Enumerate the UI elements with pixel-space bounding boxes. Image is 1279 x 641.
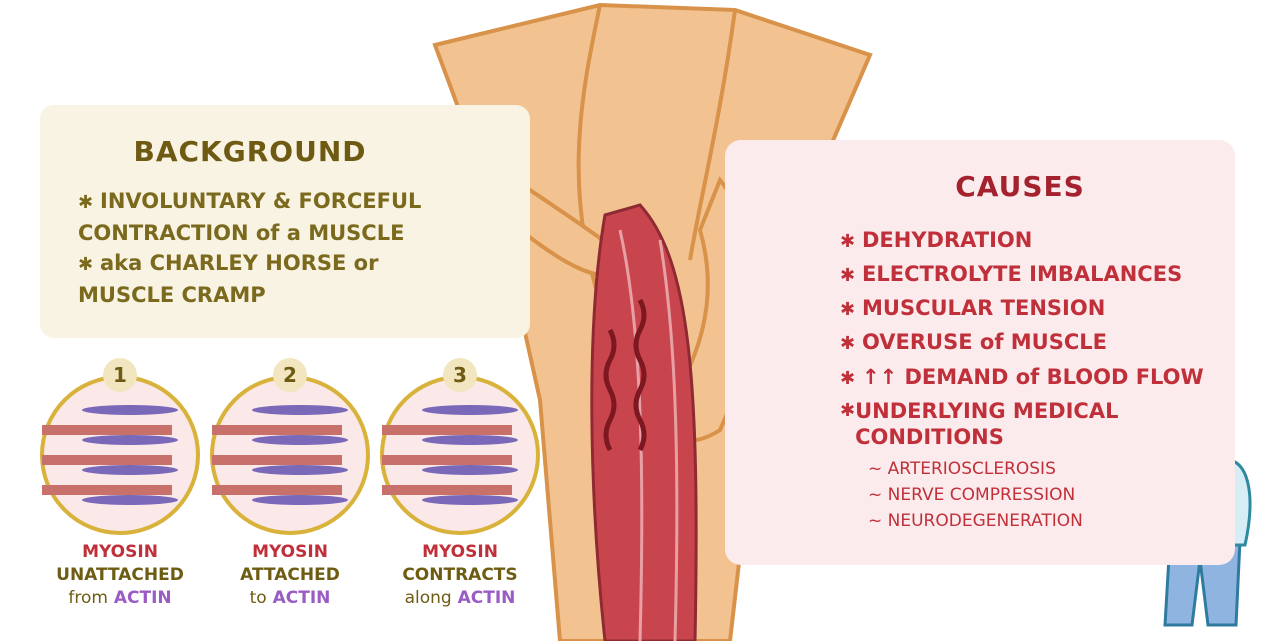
actin-filament xyxy=(252,465,348,475)
asterisk-icon: ✱ xyxy=(840,299,856,320)
cause-item: ✱↑↑ DEMAND of BLOOD FLOW xyxy=(840,364,1204,392)
step-number-badge xyxy=(103,358,137,392)
actin-filament xyxy=(82,465,178,475)
cause-item: ✱MUSCULAR TENSION xyxy=(840,295,1105,323)
cause-item: ✱UNDERLYING MEDICAL CONDITIONS xyxy=(840,399,1119,449)
cause-subitem: ~ ARTERIOSCLEROSIS xyxy=(868,459,1056,479)
actin-filament xyxy=(252,435,348,445)
background-title: BACKGROUND xyxy=(133,135,367,168)
myosin-filament xyxy=(42,455,172,465)
actin-filament xyxy=(422,435,518,445)
myosin-filament xyxy=(212,485,342,495)
actin-filament xyxy=(82,435,178,445)
sarcomere-circle-2: 2 xyxy=(210,358,370,535)
asterisk-icon: ✱ xyxy=(78,192,94,213)
asterisk-icon: ✱ xyxy=(840,231,856,252)
step-number-badge xyxy=(443,358,477,392)
asterisk-icon: ✱ xyxy=(840,333,856,354)
myosin-filament xyxy=(382,485,512,495)
cause-item: ✱ELECTROLYTE IMBALANCES xyxy=(840,261,1182,289)
step-number: 2 xyxy=(283,363,297,387)
actin-filament xyxy=(252,405,348,415)
actin-filament xyxy=(252,495,348,505)
step-number: 3 xyxy=(453,363,467,387)
background-panel xyxy=(40,105,530,338)
sarcomere-steps: 1 2 3 xyxy=(40,358,540,535)
step-2-label: MYOSIN ATTACHED to ACTIN xyxy=(240,542,340,608)
step-3-label: MYOSIN CONTRACTS along ACTIN xyxy=(402,542,518,608)
actin-filament xyxy=(82,405,178,415)
sarcomere-circle-1: 1 xyxy=(40,358,200,535)
background-item: ✱aka CHARLEY HORSE or MUSCLE CRAMP xyxy=(78,251,379,307)
cause-item: ✱OVERUSE of MUSCLE xyxy=(840,329,1107,357)
causes-title: CAUSES xyxy=(955,170,1085,203)
myosin-filament xyxy=(382,455,512,465)
causes-panel xyxy=(725,140,1235,565)
background-item: ✱INVOLUNTARY & FORCEFUL CONTRACTION of a… xyxy=(78,189,422,245)
step-number-badge xyxy=(273,358,307,392)
cause-subitem: ~ NERVE COMPRESSION xyxy=(868,485,1076,505)
asterisk-icon: ✱ xyxy=(78,254,94,275)
step-number: 1 xyxy=(113,363,127,387)
actin-filament xyxy=(422,405,518,415)
actin-filament xyxy=(422,465,518,475)
myosin-filament xyxy=(42,485,172,495)
asterisk-icon: ✱ xyxy=(840,368,856,389)
myosin-filament xyxy=(42,425,172,435)
actin-filament xyxy=(82,495,178,505)
myosin-filament xyxy=(212,425,342,435)
cause-item: ✱DEHYDRATION xyxy=(840,227,1032,255)
step-1-label: MYOSIN UNATTACHED from ACTIN xyxy=(56,542,184,608)
myosin-filament xyxy=(212,455,342,465)
asterisk-icon: ✱ xyxy=(840,265,856,286)
asterisk-icon: ✱ xyxy=(840,400,856,421)
myosin-filament xyxy=(382,425,512,435)
actin-filament xyxy=(422,495,518,505)
cause-subitem: ~ NEURODEGENERATION xyxy=(868,511,1083,531)
sarcomere-circle-3: 3 xyxy=(380,358,540,535)
